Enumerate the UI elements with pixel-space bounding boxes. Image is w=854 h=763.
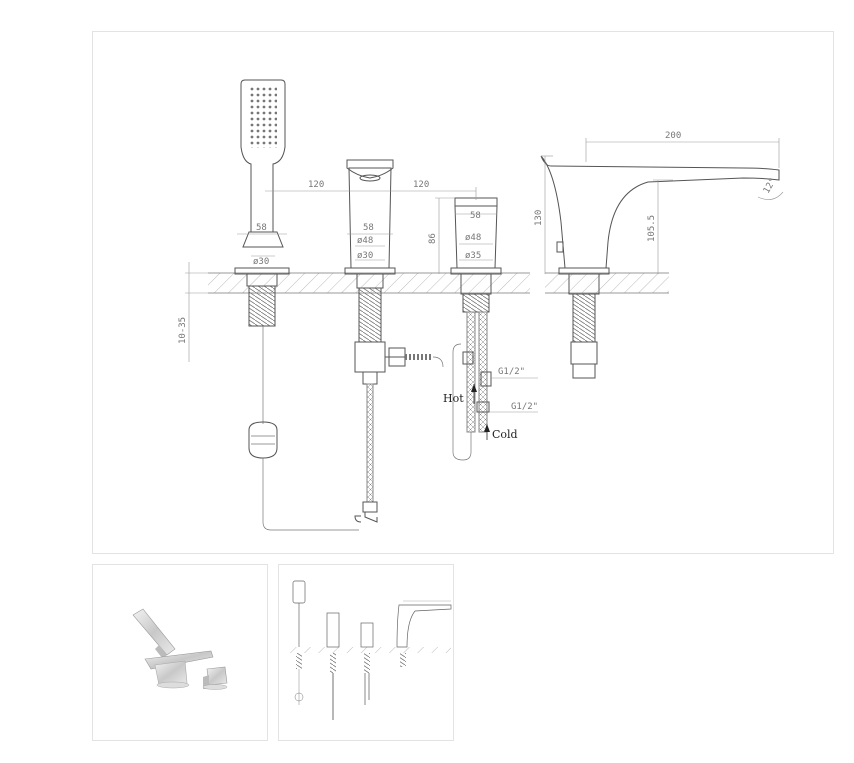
dim-g12-upper: G1/2" — [498, 367, 525, 377]
technical-drawing-miniature — [283, 580, 452, 720]
dim-dia30-diverter: ø30 — [357, 251, 373, 261]
dim-58-diverter: 58 — [363, 223, 374, 233]
thumbnail-product-photo[interactable] — [92, 564, 268, 741]
dim-58-shower: 58 — [256, 223, 267, 233]
dim-dia48-diverter: ø48 — [357, 236, 373, 246]
spout — [540, 155, 780, 379]
label-hot: Hot — [443, 392, 464, 405]
technical-drawing-panel: 120 120 200 58 58 58 ø30 ø48 ø30 ø48 ø35… — [92, 31, 834, 554]
dimension-lines — [185, 138, 784, 413]
dim-200: 200 — [665, 131, 681, 141]
dim-dia35-valve: ø35 — [465, 251, 481, 261]
dim-dia48-valve: ø48 — [465, 233, 481, 243]
dim-dia30-shower: ø30 — [253, 257, 269, 267]
dim-105-5: 105.5 — [647, 215, 657, 242]
dim-86: 86 — [428, 233, 438, 244]
dim-120-right: 120 — [413, 180, 429, 190]
label-cold: Cold — [492, 428, 518, 441]
hand-shower — [234, 79, 359, 531]
dim-58-valve: 58 — [470, 211, 481, 221]
technical-drawing: 120 120 200 58 58 58 ø30 ø48 ø30 ø48 ø35… — [178, 79, 784, 531]
dim-130: 130 — [534, 210, 544, 226]
thumbnail-technical-drawing[interactable] — [278, 564, 454, 741]
dim-10-35: 10-35 — [178, 317, 188, 344]
valve — [450, 197, 502, 461]
dim-g12-lower: G1/2" — [511, 402, 538, 412]
deck-surface — [208, 272, 669, 294]
product-render-image — [132, 608, 228, 690]
dim-120-left: 120 — [308, 180, 324, 190]
diverter — [344, 159, 444, 523]
